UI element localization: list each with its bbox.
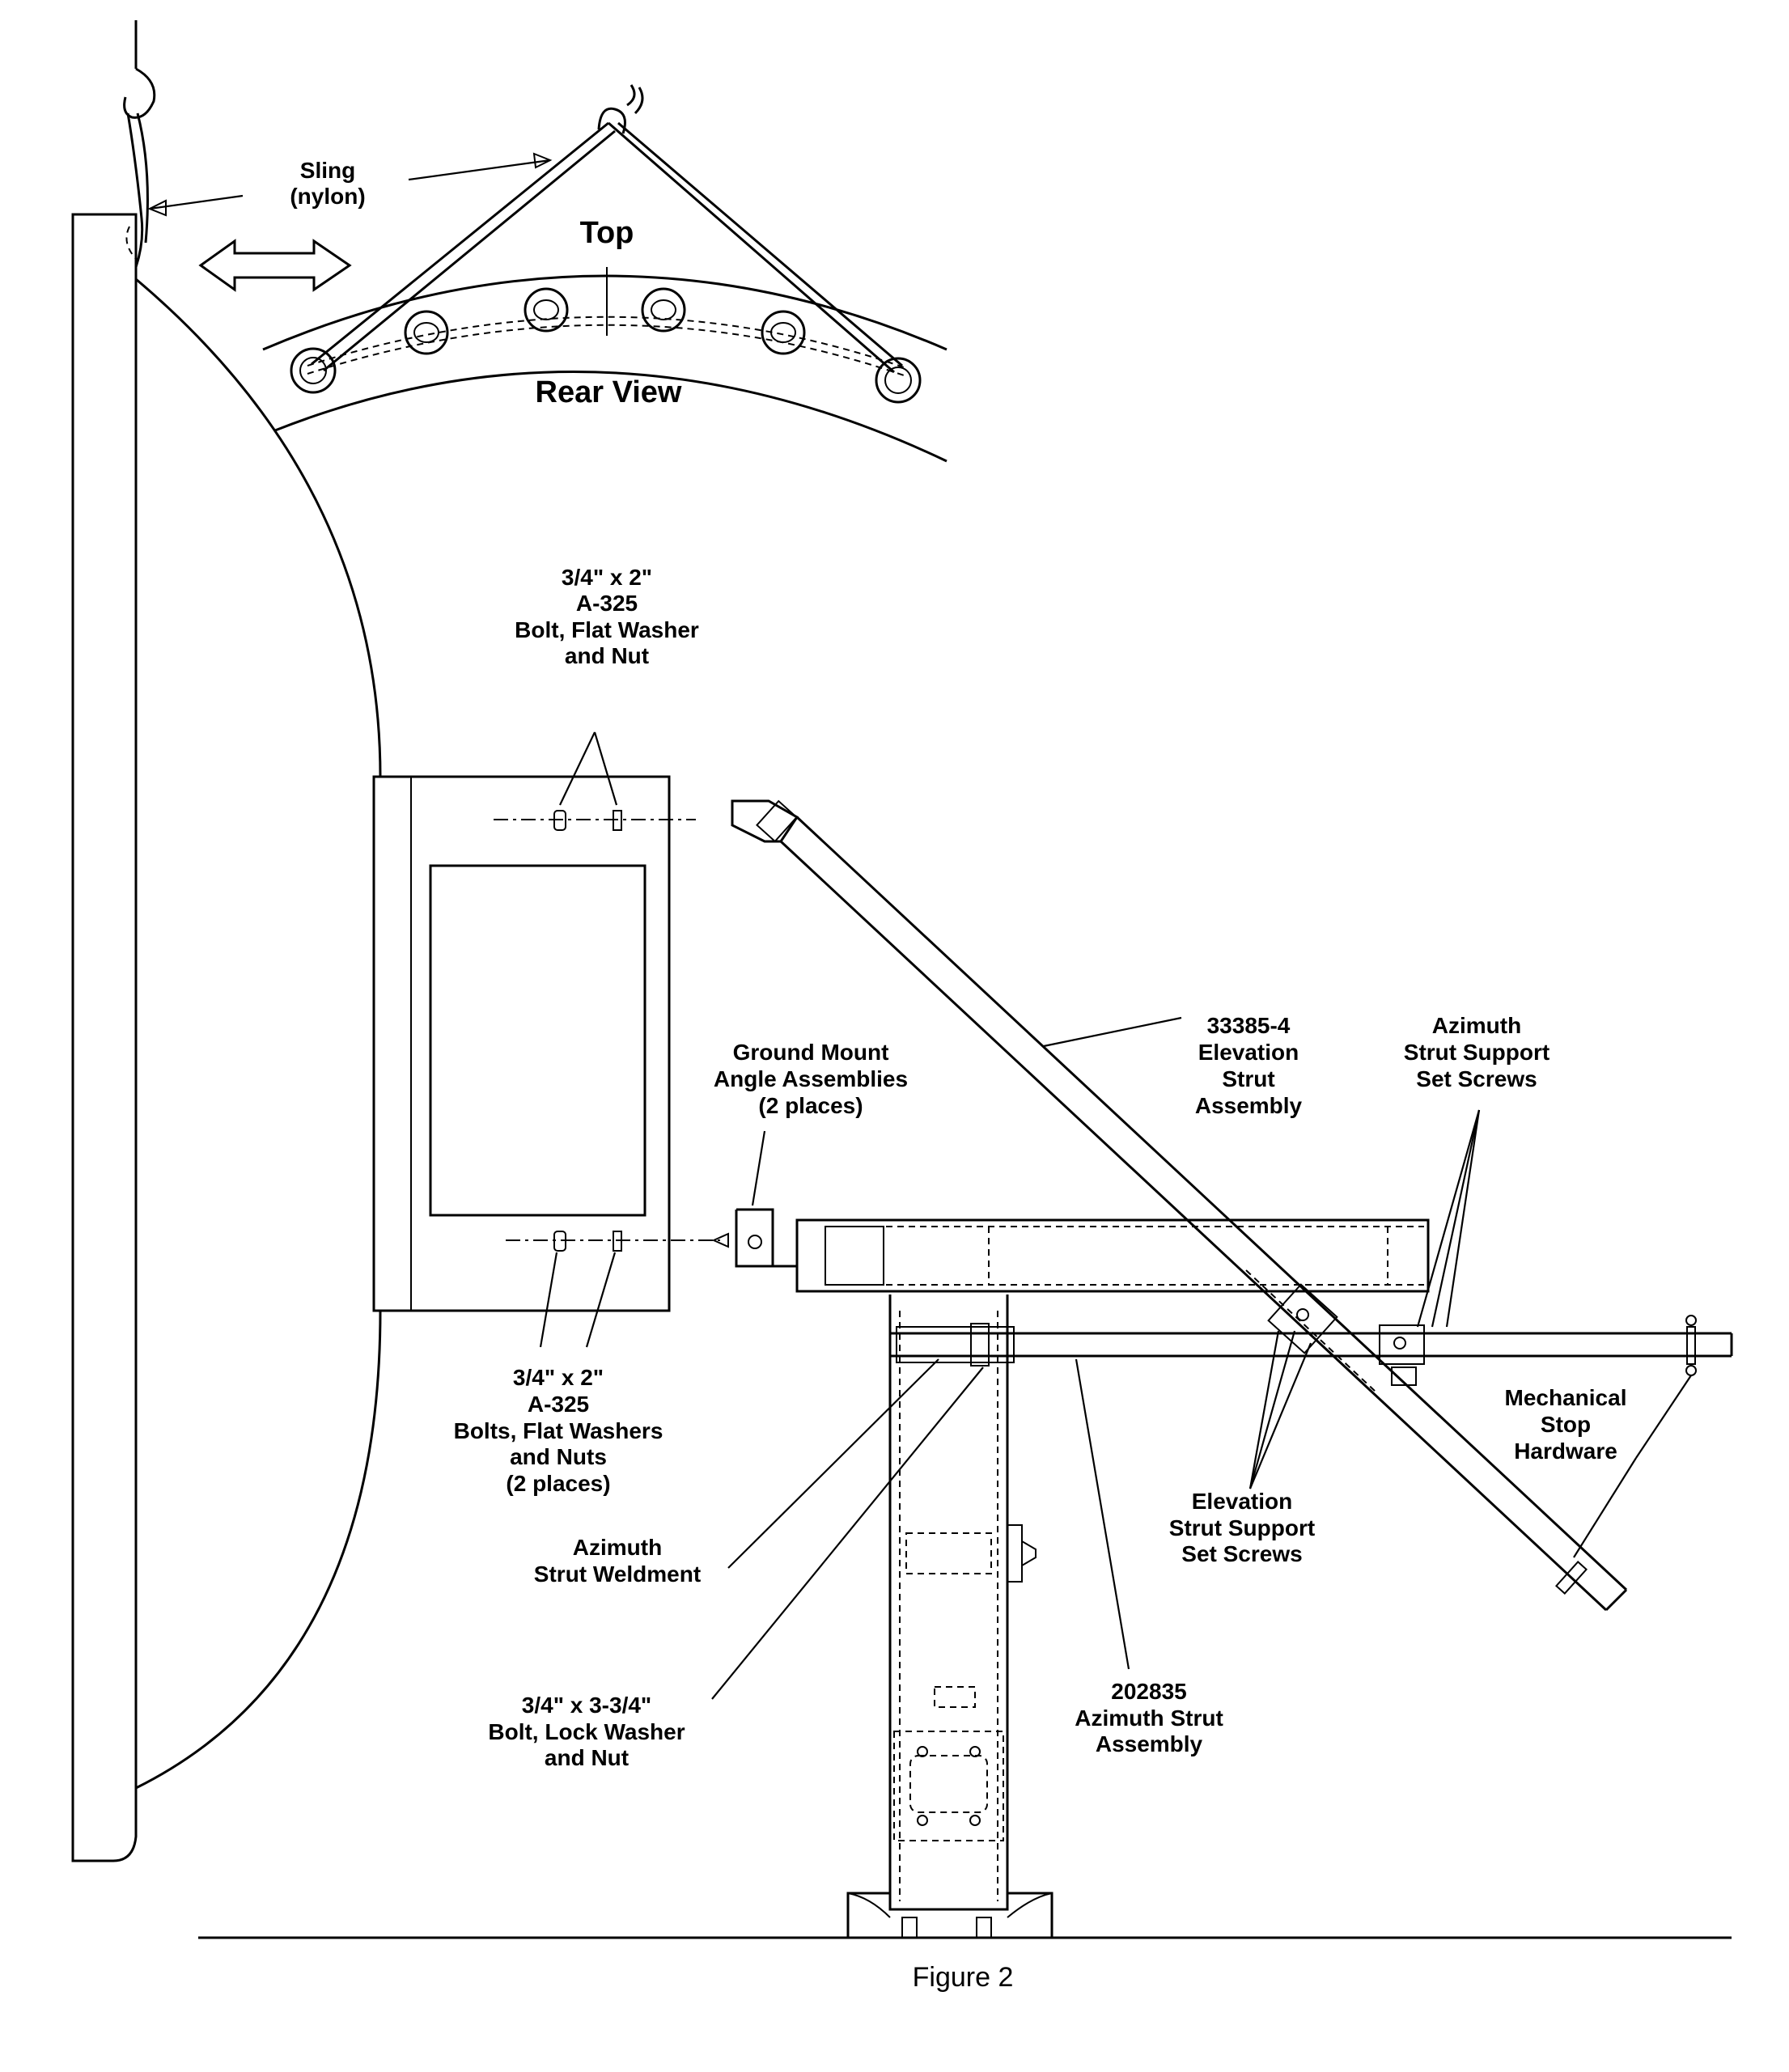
label-azimuth-strut: 202835 Azimuth Strut Assembly bbox=[1075, 1679, 1223, 1756]
svg-text:Set Screws: Set Screws bbox=[1181, 1541, 1302, 1566]
label-mechanical-stop: Mechanical Stop Hardware bbox=[1505, 1385, 1627, 1464]
svg-text:Bolts, Flat Washers: Bolts, Flat Washers bbox=[454, 1418, 663, 1443]
label-rear-view: Rear View bbox=[536, 375, 682, 409]
svg-text:Strut Weldment: Strut Weldment bbox=[534, 1561, 701, 1587]
svg-text:Elevation: Elevation bbox=[1198, 1040, 1299, 1065]
label-elevation-strut: 33385-4 Elevation Strut Assembly bbox=[1195, 1013, 1303, 1118]
svg-text:Assembly: Assembly bbox=[1195, 1093, 1303, 1118]
figure-caption: Figure 2 bbox=[913, 1962, 1014, 1993]
svg-text:3/4" x 2": 3/4" x 2" bbox=[513, 1365, 604, 1390]
rear-view-bolts bbox=[290, 287, 922, 404]
label-azimuth-weldment: Azimuth Strut Weldment bbox=[534, 1535, 701, 1587]
mount-plate bbox=[372, 775, 729, 1312]
svg-text:Assembly: Assembly bbox=[1096, 1731, 1203, 1756]
lifting-hook bbox=[123, 20, 156, 268]
label-azimuth-set-screws: Azimuth Strut Support Set Screws bbox=[1404, 1013, 1549, 1091]
azimuth-strut-tube bbox=[890, 1315, 1733, 1386]
svg-text:202835: 202835 bbox=[1111, 1679, 1186, 1704]
svg-text:Elevation: Elevation bbox=[1192, 1489, 1292, 1514]
svg-text:and Nut: and Nut bbox=[545, 1745, 629, 1770]
svg-text:Hardware: Hardware bbox=[1514, 1439, 1617, 1464]
svg-text:A-325: A-325 bbox=[528, 1392, 589, 1417]
svg-text:33385-4: 33385-4 bbox=[1207, 1013, 1291, 1038]
svg-text:Stop: Stop bbox=[1541, 1412, 1591, 1437]
svg-text:and Nut: and Nut bbox=[565, 643, 649, 668]
svg-text:Strut Support: Strut Support bbox=[1404, 1040, 1549, 1065]
label-sling: Sling (nylon) bbox=[290, 158, 365, 209]
svg-text:Sling: Sling bbox=[300, 158, 355, 183]
svg-text:Angle Assemblies: Angle Assemblies bbox=[714, 1066, 908, 1091]
svg-text:(nylon): (nylon) bbox=[290, 184, 365, 209]
label-lower-bolts: 3/4" x 2" A-325 Bolts, Flat Washers and … bbox=[454, 1365, 663, 1496]
svg-text:3/4" x 3-3/4": 3/4" x 3-3/4" bbox=[522, 1693, 651, 1718]
svg-text:Bolt, Lock Washer: Bolt, Lock Washer bbox=[488, 1719, 685, 1744]
support-post bbox=[846, 1294, 1053, 1939]
svg-text:Bolt, Flat Washer: Bolt, Flat Washer bbox=[515, 617, 699, 642]
svg-text:Mechanical: Mechanical bbox=[1505, 1385, 1627, 1410]
rear-view-inset bbox=[262, 84, 947, 463]
elevation-strut-tube bbox=[731, 799, 1628, 1612]
leader-lines bbox=[147, 152, 1692, 1700]
svg-text:3/4" x 2": 3/4" x 2" bbox=[562, 565, 652, 590]
svg-text:Set Screws: Set Screws bbox=[1416, 1066, 1537, 1091]
double-arrow-icon bbox=[198, 239, 352, 292]
label-elevation-set-screws: Elevation Strut Support Set Screws bbox=[1169, 1489, 1315, 1566]
svg-text:Strut: Strut bbox=[1222, 1066, 1274, 1091]
label-upper-bolt: 3/4" x 2" A-325 Bolt, Flat Washer and Nu… bbox=[515, 565, 699, 668]
label-top: Top bbox=[580, 216, 634, 250]
svg-text:Azimuth Strut: Azimuth Strut bbox=[1075, 1705, 1223, 1731]
label-bolt-lock: 3/4" x 3-3/4" Bolt, Lock Washer and Nut bbox=[488, 1693, 685, 1770]
svg-text:(2 places): (2 places) bbox=[506, 1471, 610, 1496]
svg-text:Azimuth: Azimuth bbox=[1432, 1013, 1521, 1038]
svg-text:Ground Mount: Ground Mount bbox=[733, 1040, 889, 1065]
dish-side-view bbox=[71, 213, 382, 1862]
svg-text:(2 places): (2 places) bbox=[758, 1093, 863, 1118]
svg-text:and Nuts: and Nuts bbox=[510, 1444, 607, 1469]
label-ground-mount: Ground Mount Angle Assemblies (2 places) bbox=[714, 1040, 908, 1118]
svg-text:Azimuth: Azimuth bbox=[573, 1535, 662, 1560]
svg-text:A-325: A-325 bbox=[576, 591, 638, 616]
upper-beam bbox=[735, 1208, 1430, 1293]
svg-text:Strut Support: Strut Support bbox=[1169, 1515, 1315, 1540]
